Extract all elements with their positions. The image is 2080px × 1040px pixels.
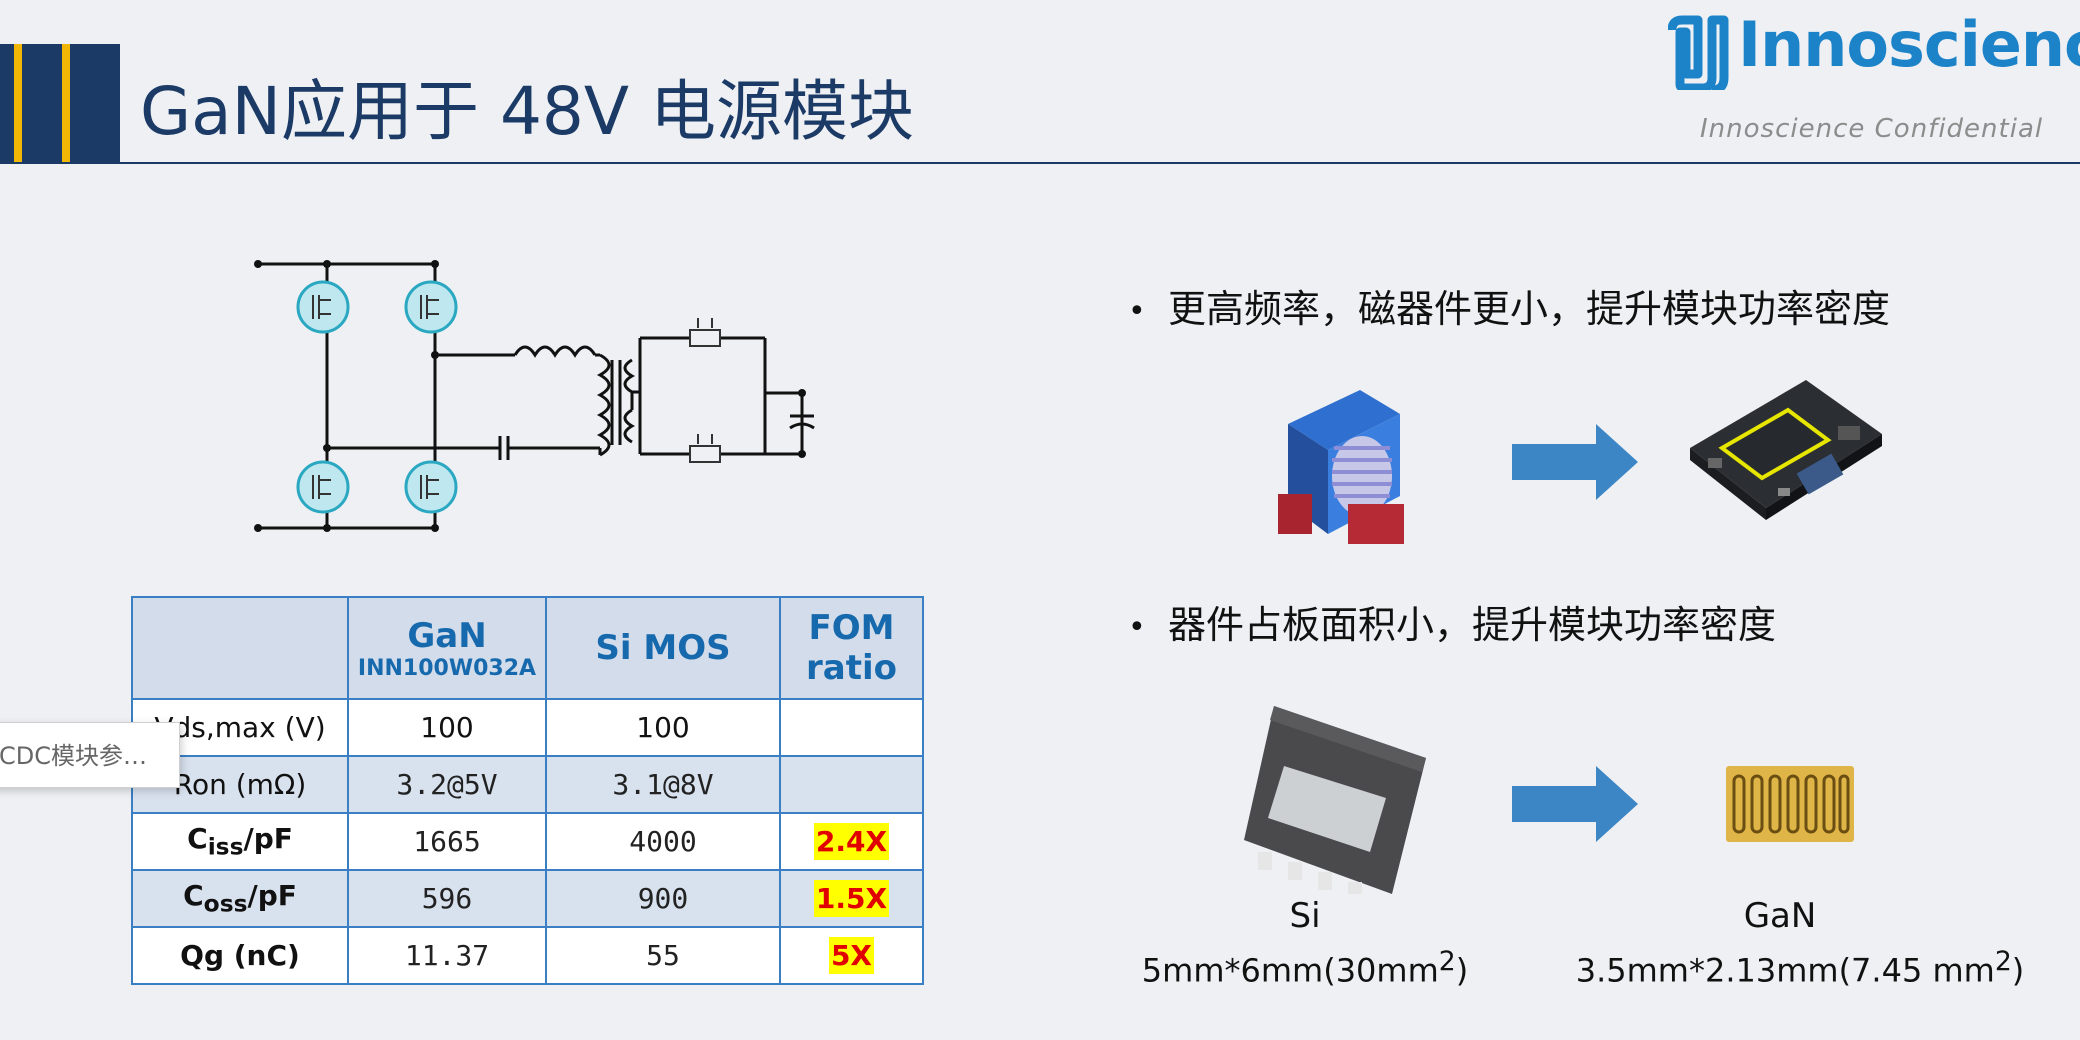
gan-package-size: 3.5mm*2.13mm(7.45 mm2) xyxy=(1560,946,2040,990)
gan-cell: 11.37 xyxy=(347,926,547,985)
bullet-item: • 更高频率，磁器件更小，提升模块功率密度 xyxy=(1128,278,1890,333)
bullet-dot-icon: • xyxy=(1128,610,1146,645)
title-accent-bar xyxy=(0,44,120,164)
size-sup: 2 xyxy=(1438,946,1456,977)
table-row: Ciss/pF 1665 4000 2.4X xyxy=(131,812,924,871)
param-sub: oss xyxy=(203,889,248,918)
param-cell: Coss/pF xyxy=(131,869,349,928)
header-main: Si MOS xyxy=(595,628,731,668)
gan-cell: 1665 xyxy=(347,812,547,871)
param-base: C xyxy=(187,822,208,856)
title-divider xyxy=(0,162,2080,164)
ratio-highlight: 2.4X xyxy=(813,823,890,860)
si-package-photo xyxy=(1244,706,1426,894)
size-text: 3.5mm*2.13mm(7.45 mm xyxy=(1575,951,1995,990)
size-close: ) xyxy=(1455,951,1469,990)
ratio-cell xyxy=(779,755,924,814)
accent-stripe xyxy=(14,44,22,164)
table-row: Coss/pF 596 900 1.5X xyxy=(131,869,924,928)
si-package-name: Si xyxy=(1289,896,1321,936)
spec-comparison-table: GaN INN100W032A Si MOS FOM ratio Vds,max… xyxy=(131,596,924,985)
confidential-label: Innoscience Confidential xyxy=(1700,114,2044,144)
header-cell-empty xyxy=(131,596,349,700)
size-close: ) xyxy=(2011,951,2025,990)
bullet-item: • 器件占板面积小，提升模块功率密度 xyxy=(1128,594,1776,649)
ratio-cell: 1.5X xyxy=(779,869,924,928)
header-main: FOM xyxy=(808,608,895,648)
param-cell: Qg (nC) xyxy=(131,926,349,985)
gan-package-name: GaN xyxy=(1743,896,1817,936)
innoscience-logo xyxy=(1668,15,1729,90)
size-text: 5mm*6mm(30mm xyxy=(1141,951,1439,990)
header-cell-si: Si MOS xyxy=(545,596,781,700)
module-board-photo xyxy=(1690,380,1882,520)
gan-cell: 596 xyxy=(347,869,547,928)
param-sub: iss xyxy=(207,832,244,861)
hover-tooltip[interactable]: CDC模块参… xyxy=(0,722,180,788)
table-row: Qg (nC) 11.37 55 5X xyxy=(131,926,924,985)
table-row: Vds,max (V) 100 100 xyxy=(131,698,924,757)
gan-cell: 100 xyxy=(347,698,547,757)
brand-name: Innoscience xyxy=(1738,8,2080,81)
accent-stripe xyxy=(62,44,70,164)
si-cell: 100 xyxy=(545,698,781,757)
ratio-highlight: 1.5X xyxy=(813,880,890,917)
circuit-schematic xyxy=(254,260,815,532)
page-title: GaN应用于 48V 电源模块 xyxy=(140,73,915,150)
param-base: C xyxy=(183,879,204,913)
table-row: Ron (mΩ) 3.2@5V 3.1@8V xyxy=(131,755,924,814)
si-package-size: 5mm*6mm(30mm2) xyxy=(1140,946,1470,990)
bullet-text: 器件占板面积小，提升模块功率密度 xyxy=(1168,603,1777,647)
header-sub: INN100W032A xyxy=(357,655,537,681)
ratio-highlight: 5X xyxy=(828,937,875,974)
ratio-cell: 2.4X xyxy=(779,812,924,871)
header-cell-gan: GaN INN100W032A xyxy=(347,596,547,700)
ratio-cell: 5X xyxy=(779,926,924,985)
ratio-cell xyxy=(779,698,924,757)
si-cell: 4000 xyxy=(545,812,781,871)
table-header-row: GaN INN100W032A Si MOS FOM ratio xyxy=(131,596,924,700)
si-cell: 55 xyxy=(545,926,781,985)
arrow-right-icon xyxy=(1512,766,1638,842)
si-cell: 900 xyxy=(545,869,781,928)
size-sup: 2 xyxy=(1994,946,2012,977)
transformer-photo xyxy=(1278,390,1404,544)
header-sub: ratio xyxy=(806,648,897,688)
param-unit: /pF xyxy=(247,879,297,913)
header-main: GaN xyxy=(407,615,487,656)
bullet-dot-icon: • xyxy=(1128,294,1146,329)
param-unit: /pF xyxy=(243,822,293,856)
header-cell-fom: FOM ratio xyxy=(779,596,924,700)
param-cell: Ciss/pF xyxy=(131,812,349,871)
gan-die-photo xyxy=(1726,766,1854,842)
si-cell: 3.1@8V xyxy=(545,755,781,814)
arrow-right-icon xyxy=(1512,424,1638,500)
bullet-text: 更高频率，磁器件更小，提升模块功率密度 xyxy=(1168,287,1891,331)
gan-cell: 3.2@5V xyxy=(347,755,547,814)
